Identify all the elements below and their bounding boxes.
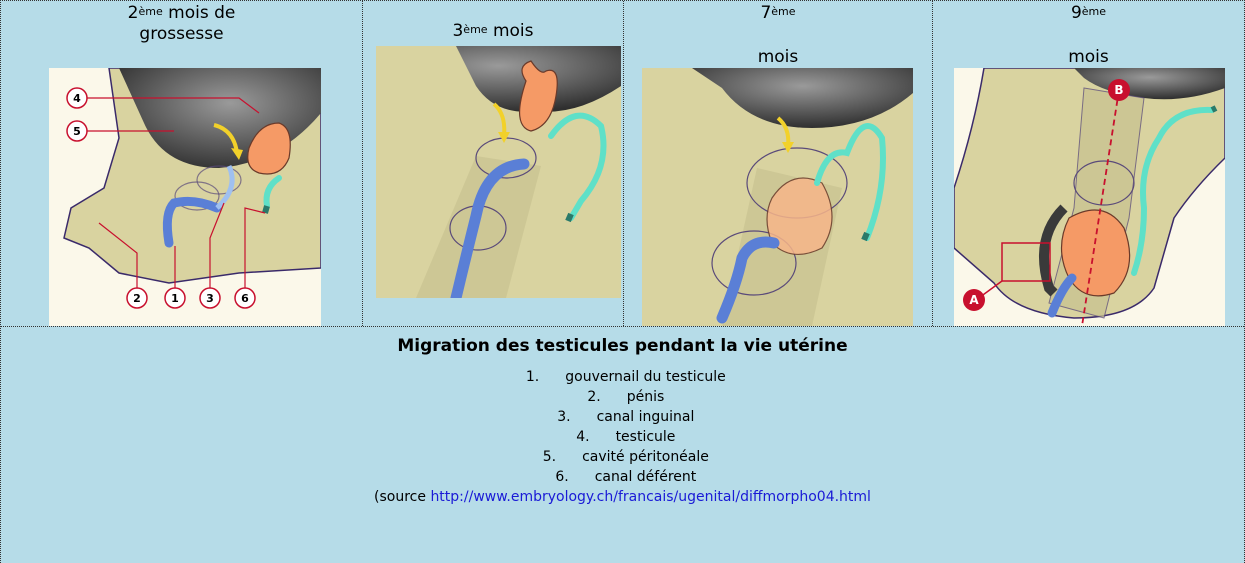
callout-4: 4: [73, 92, 81, 105]
legend-item: 1.gouvernail du testicule: [1, 367, 1244, 387]
illustration-2-months: 4 5 2 1 3 6: [49, 68, 321, 326]
illustration-3-months: [376, 46, 621, 298]
illustration-7-months: [642, 68, 913, 326]
panel-heading: 7ème: [624, 3, 932, 24]
heading-text: mois de: [163, 3, 236, 23]
heading-number: 3: [452, 21, 463, 41]
callout-1: 1: [171, 292, 179, 305]
callout-a: A: [969, 293, 979, 307]
callout-6: 6: [241, 292, 249, 305]
source-link[interactable]: http://www.embryology.ch/francais/ugenit…: [430, 489, 871, 505]
callout-5: 5: [73, 125, 81, 138]
panel-heading: 2ème mois de: [1, 3, 362, 24]
heading-superscript: ème: [138, 5, 162, 18]
legend-item: 3.canal inguinal: [1, 407, 1244, 427]
panel-7-months: 7ème mois: [624, 1, 933, 326]
legend-item: 5.cavité péritonéale: [1, 447, 1244, 467]
panel-heading-line2: grossesse: [1, 24, 362, 45]
legend-item: 2.pénis: [1, 387, 1244, 407]
callout-b: B: [1114, 83, 1123, 97]
legend-list: 1.gouvernail du testicule 2.pénis 3.cana…: [1, 367, 1244, 487]
panel-heading-line2: mois: [933, 47, 1244, 68]
panel-3-months: 3ème mois: [363, 1, 624, 326]
callout-2: 2: [133, 292, 141, 305]
heading-number: 9: [1071, 3, 1082, 23]
legend-item: 4.testicule: [1, 427, 1244, 447]
heading-number: 2: [128, 3, 139, 23]
panel-heading-line2: mois: [624, 47, 932, 68]
panel-2-months: 2ème mois de grossesse: [1, 1, 363, 326]
caption-title: Migration des testicules pendant la vie …: [1, 335, 1244, 357]
legend-item: 6.canal déférent: [1, 467, 1244, 487]
illustration-9-months: B A: [954, 68, 1225, 326]
heading-superscript: ème: [771, 5, 795, 18]
heading-text: mois: [488, 21, 534, 41]
panel-9-months: 9ème mois: [933, 1, 1244, 326]
caption: Migration des testicules pendant la vie …: [1, 335, 1244, 507]
heading-superscript: ème: [1082, 5, 1106, 18]
panel-heading: 9ème: [933, 3, 1244, 24]
source-line: (source http://www.embryology.ch/francai…: [1, 487, 1244, 507]
heading-superscript: ème: [463, 23, 487, 36]
heading-number: 7: [760, 3, 771, 23]
image-row: 2ème mois de grossesse: [1, 1, 1244, 327]
callout-3: 3: [206, 292, 214, 305]
panel-heading: 3ème mois: [363, 21, 623, 42]
